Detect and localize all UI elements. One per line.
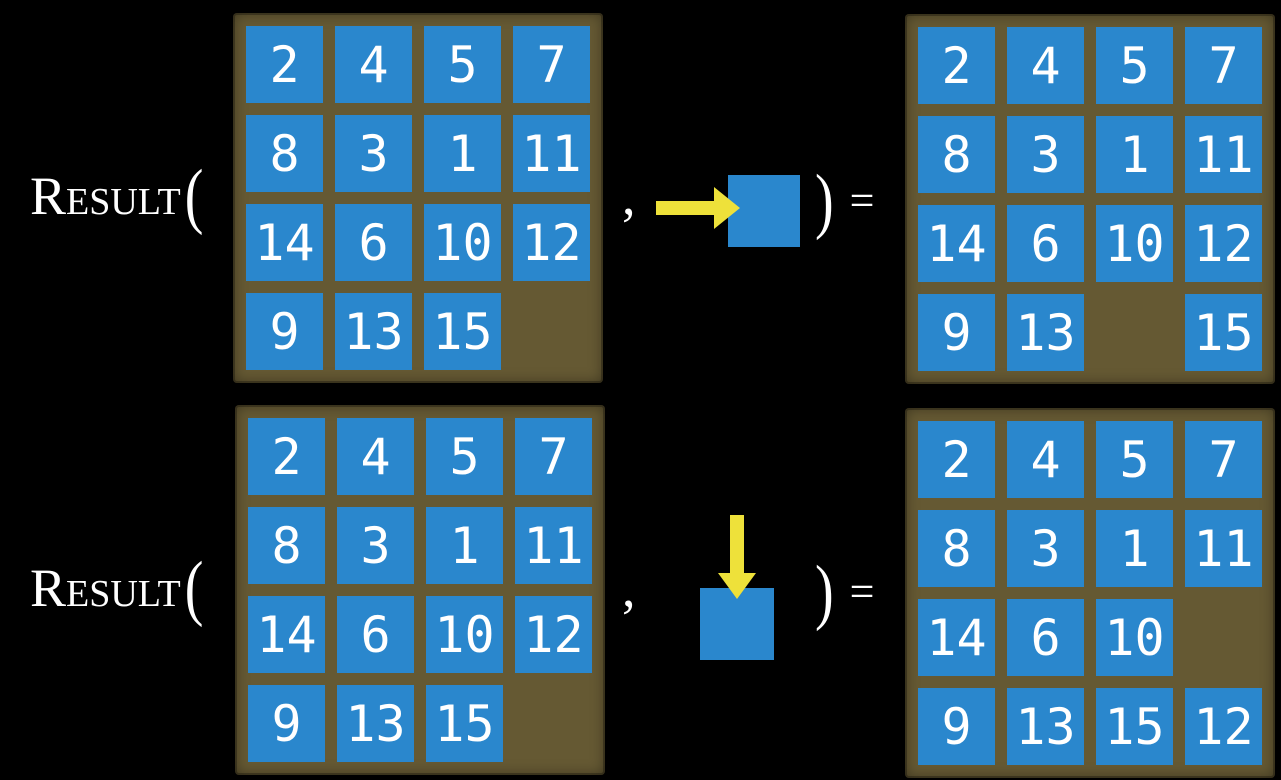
puzzle-tile-6: 6 bbox=[335, 204, 412, 281]
puzzle-tile-12: 12 bbox=[513, 204, 590, 281]
function-name: Result bbox=[30, 166, 181, 226]
puzzle-tile-11: 11 bbox=[1185, 510, 1262, 587]
puzzle-tile-11: 11 bbox=[515, 507, 592, 584]
puzzle-tile-13: 13 bbox=[335, 293, 412, 370]
puzzle-tile-10: 10 bbox=[426, 596, 503, 673]
puzzle-tile-3: 3 bbox=[335, 115, 412, 192]
puzzle-tile-15: 15 bbox=[1185, 294, 1262, 371]
puzzle-tile-9: 9 bbox=[246, 293, 323, 370]
puzzle-tile-7: 7 bbox=[515, 418, 592, 495]
puzzle-tile-14: 14 bbox=[918, 205, 995, 282]
puzzle-tile-7: 7 bbox=[1185, 421, 1262, 498]
puzzle-tile-15: 15 bbox=[1096, 688, 1173, 765]
close-paren-equals-group: ) = bbox=[815, 165, 875, 238]
equals-sign: = bbox=[849, 176, 875, 225]
puzzle-tile-8: 8 bbox=[248, 507, 325, 584]
function-name: Result bbox=[30, 558, 181, 618]
puzzle-tile-10: 10 bbox=[1096, 205, 1173, 282]
puzzle-tile-9: 9 bbox=[918, 688, 995, 765]
blank-cell bbox=[515, 685, 592, 762]
puzzle-tile-13: 13 bbox=[1007, 294, 1084, 371]
puzzle-tile-6: 6 bbox=[337, 596, 414, 673]
puzzle-tile-10: 10 bbox=[1096, 599, 1173, 676]
puzzle-tile-15: 15 bbox=[424, 293, 501, 370]
puzzle-tile-1: 1 bbox=[426, 507, 503, 584]
puzzle-tile-9: 9 bbox=[918, 294, 995, 371]
puzzle-tile-1: 1 bbox=[424, 115, 501, 192]
action-tile-square bbox=[728, 175, 800, 247]
function-label-group: Result ( bbox=[30, 552, 203, 625]
puzzle-tile-5: 5 bbox=[426, 418, 503, 495]
close-paren-equals-group: ) = bbox=[815, 556, 875, 629]
puzzle-tile-10: 10 bbox=[424, 204, 501, 281]
puzzle-tile-11: 11 bbox=[1185, 116, 1262, 193]
puzzle-tile-8: 8 bbox=[918, 510, 995, 587]
arrow-down-icon bbox=[717, 515, 757, 599]
blank-cell bbox=[1185, 599, 1262, 676]
puzzle-tile-4: 4 bbox=[1007, 27, 1084, 104]
puzzle-tile-2: 2 bbox=[918, 421, 995, 498]
puzzle-tile-1: 1 bbox=[1096, 116, 1173, 193]
puzzle-tile-3: 3 bbox=[337, 507, 414, 584]
puzzle-tile-11: 11 bbox=[513, 115, 590, 192]
puzzle-tile-12: 12 bbox=[1185, 688, 1262, 765]
puzzle-tile-8: 8 bbox=[246, 115, 323, 192]
puzzle-tile-14: 14 bbox=[918, 599, 995, 676]
close-paren: ) bbox=[815, 160, 834, 242]
puzzle-tile-5: 5 bbox=[424, 26, 501, 103]
close-paren: ) bbox=[815, 551, 834, 633]
puzzle-tile-3: 3 bbox=[1007, 116, 1084, 193]
puzzle-tile-14: 14 bbox=[248, 596, 325, 673]
puzzle-tile-9: 9 bbox=[248, 685, 325, 762]
puzzle-tile-7: 7 bbox=[513, 26, 590, 103]
puzzle-tile-14: 14 bbox=[246, 204, 323, 281]
puzzle-tile-2: 2 bbox=[248, 418, 325, 495]
puzzle-tile-15: 15 bbox=[426, 685, 503, 762]
comma-separator: , bbox=[622, 558, 636, 618]
open-paren: ( bbox=[184, 547, 204, 629]
puzzle-tile-6: 6 bbox=[1007, 599, 1084, 676]
puzzle-tile-3: 3 bbox=[1007, 510, 1084, 587]
blank-cell bbox=[1096, 294, 1173, 371]
puzzle-tile-1: 1 bbox=[1096, 510, 1173, 587]
puzzle-tile-13: 13 bbox=[337, 685, 414, 762]
puzzle-tile-8: 8 bbox=[918, 116, 995, 193]
blank-cell bbox=[513, 293, 590, 370]
puzzle-tile-4: 4 bbox=[335, 26, 412, 103]
puzzle-tile-7: 7 bbox=[1185, 27, 1262, 104]
equals-sign: = bbox=[849, 567, 875, 616]
puzzle-tile-12: 12 bbox=[515, 596, 592, 673]
action-tile-square bbox=[700, 588, 774, 660]
puzzle-tile-6: 6 bbox=[1007, 205, 1084, 282]
puzzle-tile-2: 2 bbox=[246, 26, 323, 103]
arrow-right-icon bbox=[656, 186, 740, 230]
puzzle-tile-12: 12 bbox=[1185, 205, 1262, 282]
puzzle-tile-4: 4 bbox=[1007, 421, 1084, 498]
puzzle-tile-4: 4 bbox=[337, 418, 414, 495]
function-label-group: Result ( bbox=[30, 160, 203, 233]
puzzle-tile-13: 13 bbox=[1007, 688, 1084, 765]
comma-separator: , bbox=[622, 166, 636, 226]
puzzle-tile-5: 5 bbox=[1096, 27, 1173, 104]
open-paren: ( bbox=[184, 155, 204, 237]
puzzle-tile-2: 2 bbox=[918, 27, 995, 104]
puzzle-tile-5: 5 bbox=[1096, 421, 1173, 498]
